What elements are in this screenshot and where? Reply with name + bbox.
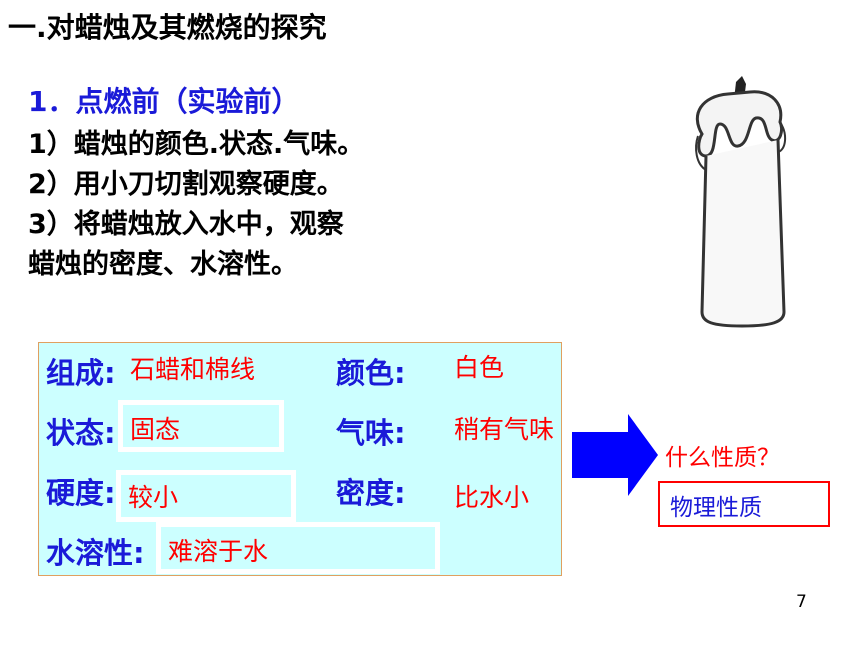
properties-panel — [38, 342, 562, 576]
solubility-value: 难溶于水 — [168, 537, 269, 566]
color-value: 白色 — [454, 353, 505, 382]
step-line-1: 1）蜡烛的颜色.状态.气味。 — [28, 129, 365, 160]
composition-label: 组成: — [46, 356, 116, 390]
step-heading: 1．点燃前（实验前） — [28, 85, 300, 118]
smell-label: 气味: — [336, 416, 406, 450]
answer-text: 物理性质 — [670, 495, 762, 521]
hardness-value: 较小 — [128, 483, 179, 512]
solubility-label: 水溶性: — [46, 536, 145, 570]
state-label: 状态: — [46, 416, 116, 450]
right-arrow-icon — [572, 414, 658, 496]
candle-illustration — [672, 74, 820, 336]
state-answer-box — [118, 400, 284, 452]
question-text: 什么性质？ — [665, 445, 780, 471]
step-line-2: 2）用小刀切割观察硬度。 — [28, 169, 344, 200]
state-value: 固态 — [130, 415, 181, 444]
hardness-answer-box — [116, 470, 296, 522]
step-line-4: 蜡烛的密度、水溶性。 — [28, 249, 298, 280]
smell-value: 稍有气味 — [454, 415, 555, 444]
hardness-label: 硬度: — [46, 476, 116, 510]
density-value: 比水小 — [454, 483, 530, 512]
solubility-answer-box — [156, 522, 440, 574]
slide-title: 一.对蜡烛及其燃烧的探究 — [8, 11, 327, 44]
step-line-3: 3）将蜡烛放入水中，观察 — [28, 209, 344, 240]
density-label: 密度: — [336, 476, 406, 510]
page-number: 7 — [796, 592, 807, 612]
answer-box — [658, 481, 830, 527]
color-label: 颜色: — [336, 356, 406, 390]
composition-value: 石蜡和棉线 — [130, 355, 256, 384]
